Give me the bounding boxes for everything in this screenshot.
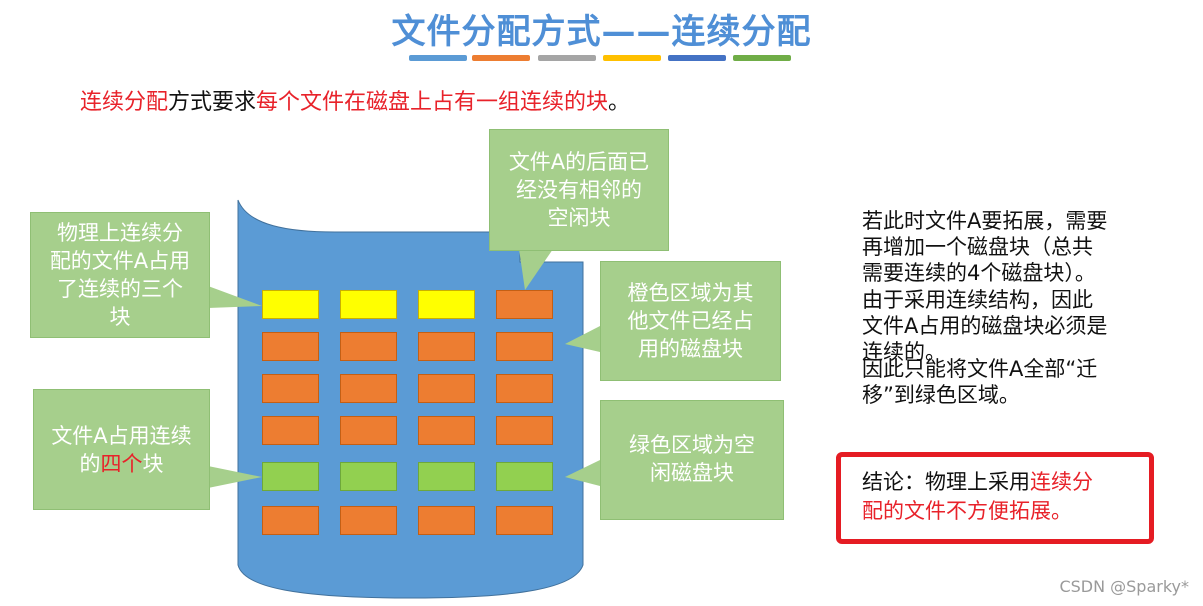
explanation-para-3: 因此只能将文件A全部“迁 移”到绿色区域。 (862, 356, 1097, 408)
disk-block-orange (262, 506, 319, 535)
callout-text-de: 的 (79, 452, 101, 476)
callout-contiguous-blocks: 物理上连续分 配的文件A占用 了连续的三个 块 (30, 212, 210, 338)
callout-line-mixed: 的四个块 (34, 450, 209, 478)
callout-line: 经没有相邻的 (516, 178, 642, 202)
callout-line: 配的文件A占用 (49, 249, 191, 273)
callout-no-free-adjacent: 文件A的后面已 经没有相邻的 空闲块 (489, 129, 669, 251)
explanation-line: 由于采用连续结构，因此 (862, 288, 1093, 312)
callout-pointer-left-bottom (208, 466, 262, 488)
intro-period: 。 (608, 90, 631, 115)
callout-four-blocks: 文件A占用连续 的四个块 (33, 389, 210, 510)
disk-block-yellow (262, 290, 319, 319)
explanation-para-1: 若此时文件A要拓展，需要 再增加一个磁盘块（总共 需要连续的4个磁盘块）。 (862, 208, 1107, 286)
conclusion-box (836, 452, 1154, 544)
conclusion-line-2: 配的文件不方便拓展。 (862, 499, 1072, 523)
callout-line: 绿色区域为空 (629, 433, 755, 457)
disk-block-green (418, 462, 475, 491)
callout-line: 文件A占用连续 (51, 424, 192, 448)
explanation-line: 因此只能将文件A全部“迁 (862, 357, 1098, 381)
callout-line: 空闲块 (547, 206, 611, 230)
explanation-line: 移”到绿色区域。 (862, 383, 1020, 407)
stripe-orange (472, 55, 530, 61)
callout-line: 物理上连续分 (57, 221, 183, 245)
disk-block-yellow (340, 290, 397, 319)
callout-line: 用的磁盘块 (638, 337, 743, 361)
intro-highlight-continuous: 连续分配 (80, 90, 169, 115)
callout-line: 了连续的三个 (57, 277, 183, 301)
intro-highlight-requirement: 每个文件在磁盘上占有一组连续的块 (256, 90, 609, 115)
callout-text-kuai: 块 (142, 452, 164, 476)
callout-line: 他文件已经占 (627, 309, 754, 333)
disk-block-orange (418, 506, 475, 535)
stripe-green (733, 55, 791, 61)
stripe-gray (538, 55, 596, 61)
disk-block-green (262, 462, 319, 491)
conclusion-text: 结论：物理上采用连续分 配的文件不方便拓展。 (862, 468, 1093, 526)
disk-block-orange (496, 416, 553, 445)
disk-block-orange (418, 332, 475, 361)
conclusion-line-1: 结论：物理上采用连续分 (862, 468, 1093, 497)
explanation-line: 若此时文件A要拓展，需要 (862, 209, 1108, 233)
callout-pointer-right-middle (565, 326, 600, 352)
disk-block-green (340, 462, 397, 491)
disk-block-orange (418, 416, 475, 445)
conclusion-highlight: 连续分 (1030, 470, 1093, 494)
stripe-gold (603, 55, 661, 61)
explanation-para-2: 由于采用连续结构，因此 文件A占用的磁盘块必须是 连续的。 (862, 287, 1107, 365)
explanation-line: 连续的。 (862, 340, 946, 364)
disk-block-grid (262, 290, 562, 540)
disk-block-yellow (418, 290, 475, 319)
disk-block-orange (262, 332, 319, 361)
callout-pointer-top (519, 249, 553, 290)
disk-block-green (496, 462, 553, 491)
intro-plain: 方式要求 (168, 90, 257, 115)
disk-block-orange (418, 374, 475, 403)
callout-line: 块 (109, 305, 131, 329)
disk-block-orange (496, 332, 553, 361)
explanation-line: 再增加一个磁盘块（总共 (862, 235, 1093, 259)
callout-green-free: 绿色区域为空 闲磁盘块 (600, 400, 784, 520)
disk-block-orange (340, 374, 397, 403)
callout-pointer-right-bottom (565, 460, 600, 486)
callout-line: 橙色区域为其 (627, 281, 754, 305)
stripe-darkblue (668, 55, 726, 61)
disk-block-orange (496, 506, 553, 535)
callout-orange-used: 橙色区域为其 他文件已经占 用的磁盘块 (600, 261, 781, 381)
intro-text: 连续分配方式要求每个文件在磁盘上占有一组连续的块。 (80, 84, 630, 116)
watermark: CSDN @Sparky* (1059, 577, 1189, 596)
disk-block-orange (340, 506, 397, 535)
disk-block-orange (262, 374, 319, 403)
callout-pointer-left-top (208, 286, 262, 308)
callout-highlight-four: 四个 (100, 452, 143, 476)
disk-block-orange (496, 374, 553, 403)
disk-block-orange (340, 416, 397, 445)
callout-line: 闲磁盘块 (650, 461, 734, 485)
disk-block-orange (340, 332, 397, 361)
disk-block-orange (496, 290, 553, 319)
callout-line: 文件A的后面已 (508, 150, 650, 174)
page-title: 文件分配方式——连续分配 (391, 12, 812, 52)
explanation-line: 文件A占用的磁盘块必须是 (862, 314, 1108, 338)
disk-block-orange (262, 416, 319, 445)
stripe-blue (409, 55, 467, 61)
explanation-line: 需要连续的4个磁盘块）。 (862, 261, 1096, 285)
conclusion-prefix: 结论：物理上采用 (862, 470, 1030, 494)
